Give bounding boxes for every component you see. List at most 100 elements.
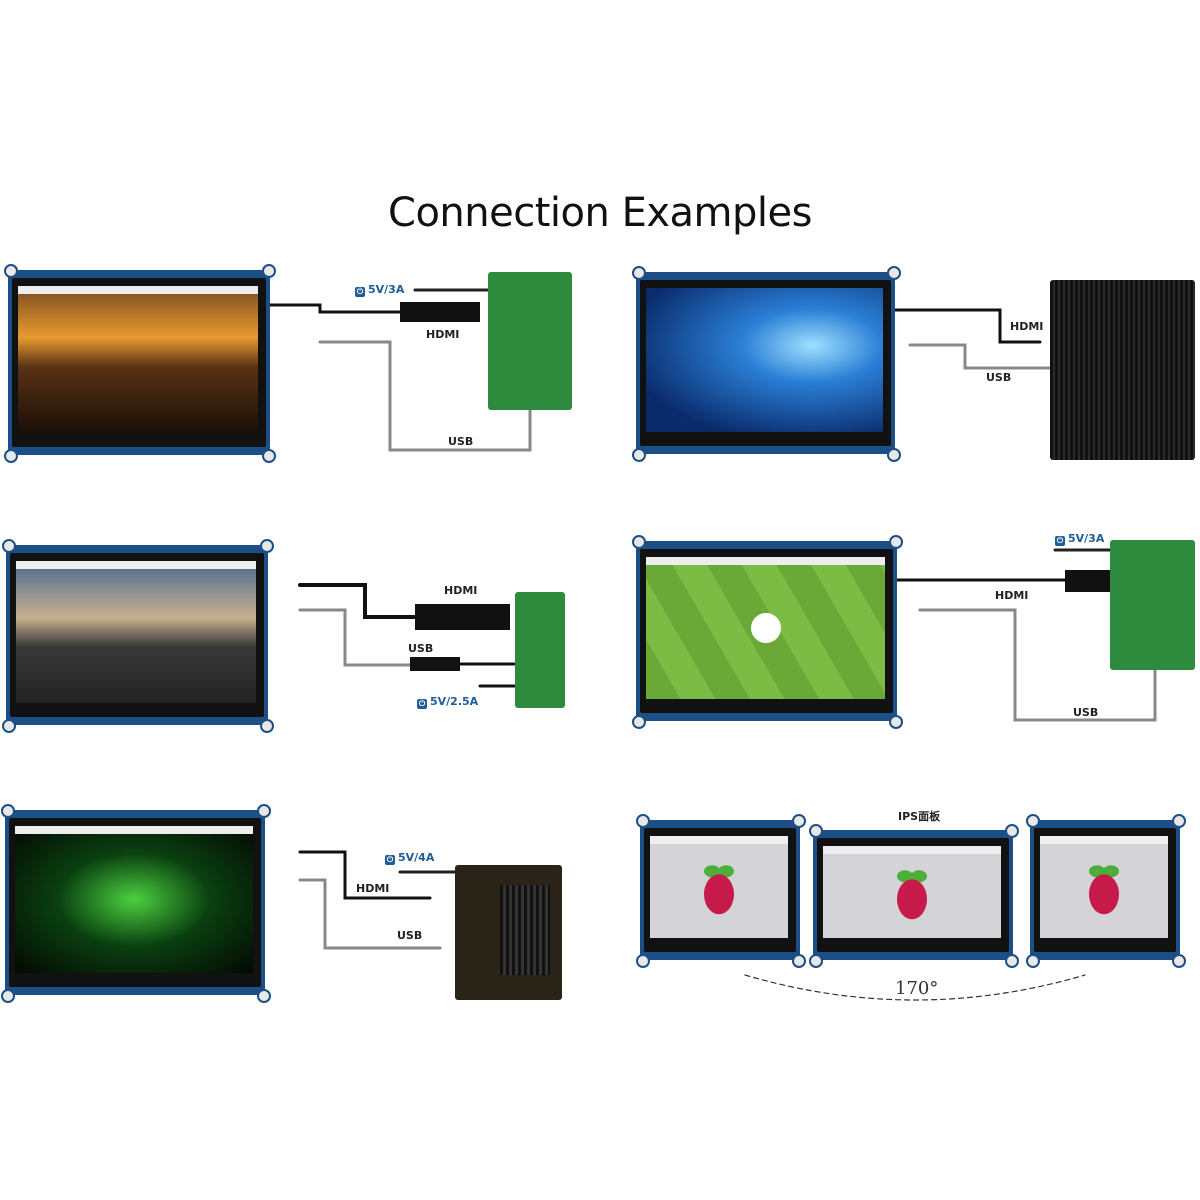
taskbar: [15, 826, 253, 834]
hdmi-label: HDMI: [995, 589, 1029, 602]
lcd-monitor: [632, 535, 903, 729]
power-icon: ⏻: [355, 287, 365, 297]
mounting-hole: [887, 448, 901, 462]
hdmi-cable: [298, 850, 432, 900]
hdmi-adapter: [415, 604, 510, 630]
taskbar: [18, 286, 258, 294]
mounting-hole: [4, 449, 18, 463]
usb-label: USB: [1073, 706, 1099, 719]
hdmi-label: HDMI: [356, 882, 390, 895]
mounting-hole: [1, 804, 15, 818]
monitor-bezel: [817, 838, 1009, 952]
mounting-hole: [262, 264, 276, 278]
hdmi-cable: [893, 308, 1042, 344]
screen-sunset: [18, 286, 258, 433]
mounting-hole: [1172, 814, 1186, 828]
mounting-hole: [260, 539, 274, 553]
hdmi-label: HDMI: [1010, 320, 1044, 333]
screen-raspbian: [1040, 836, 1168, 938]
lcd-monitor: [809, 824, 1019, 968]
mounting-hole: [262, 449, 276, 463]
taskbar: [650, 836, 788, 844]
taskbar: [823, 846, 1001, 854]
mounting-hole: [1026, 814, 1040, 828]
mounting-hole: [1005, 954, 1019, 968]
mounting-hole: [889, 715, 903, 729]
lcd-monitor: [632, 266, 901, 462]
taskbar: [1040, 836, 1168, 844]
mounting-hole: [809, 824, 823, 838]
power-icon: ⏻: [417, 699, 427, 709]
usb-label: USB: [448, 435, 474, 448]
mini-pc-box: [1050, 280, 1195, 460]
monitor-bezel: [640, 280, 891, 446]
screen-road: [16, 561, 256, 703]
mounting-hole: [1005, 824, 1019, 838]
raspberry-logo-icon: [897, 870, 927, 920]
raspberry-pi-zero-board: [515, 592, 565, 708]
mounting-hole: [889, 535, 903, 549]
usb-cable: [908, 343, 1052, 370]
mounting-hole: [632, 448, 646, 462]
mounting-hole: [792, 954, 806, 968]
mounting-hole: [1, 989, 15, 1003]
mounting-hole: [792, 814, 806, 828]
ips-panel-label: IPS面板: [898, 810, 941, 823]
usb-cable: [298, 608, 412, 667]
monitor-bezel: [10, 553, 264, 717]
mounting-hole: [887, 266, 901, 280]
monitor-bezel: [644, 828, 796, 952]
mounting-hole: [632, 266, 646, 280]
hdmi-cable: [268, 303, 412, 314]
lcd-monitor: [1, 804, 271, 1003]
ubuntu-mate-logo-icon: [750, 613, 781, 643]
taskbar: [16, 561, 256, 569]
mounting-hole: [260, 719, 274, 733]
screen-nvidia: [15, 826, 253, 973]
mounting-hole: [809, 954, 823, 968]
mounting-hole: [632, 535, 646, 549]
raspberry-logo-icon: [704, 865, 734, 915]
monitor-bezel: [1034, 828, 1176, 952]
power-label: ⏻5V/3A: [355, 283, 405, 297]
raspberry-pi-3-board: [1110, 540, 1195, 670]
usb-cable: [318, 340, 532, 452]
lcd-monitor: [2, 539, 274, 733]
hdmi-label: HDMI: [426, 328, 460, 341]
screen-raspbian: [823, 846, 1001, 938]
usb-label: USB: [397, 929, 423, 942]
mounting-hole: [2, 719, 16, 733]
screen-raspbian: [650, 836, 788, 938]
monitor-bezel: [9, 818, 261, 987]
mounting-hole: [636, 814, 650, 828]
lcd-monitor: [4, 264, 276, 463]
lcd-monitor: [1026, 814, 1186, 968]
power-icon: ⏻: [1055, 536, 1065, 546]
mounting-hole: [4, 264, 18, 278]
mounting-hole: [257, 804, 271, 818]
monitor-bezel: [640, 549, 893, 713]
lcd-monitor: [636, 814, 806, 968]
power-icon: ⏻: [385, 855, 395, 865]
hdmi-label: HDMI: [444, 584, 478, 597]
mounting-hole: [632, 715, 646, 729]
raspberry-logo-icon: [1089, 865, 1119, 915]
mounting-hole: [2, 539, 16, 553]
monitor-bezel: [12, 278, 266, 447]
screen-windows: [646, 288, 883, 432]
usb-cable: [298, 878, 442, 950]
power-label: ⏻5V/3A: [1055, 532, 1105, 546]
hdmi-adapter: [400, 302, 480, 322]
power-label: ⏻5V/4A: [385, 851, 435, 865]
viewing-angle-label: 170°: [895, 978, 939, 999]
hdmi-cable: [298, 583, 422, 619]
viewing-angle-arc: [744, 974, 1086, 1001]
page-title: Connection Examples: [388, 190, 812, 236]
usb-label: USB: [408, 642, 434, 655]
taskbar: [646, 557, 885, 565]
usb-cable: [918, 608, 1157, 722]
power-label: ⏻5V/2.5A: [417, 695, 479, 709]
mounting-hole: [1026, 954, 1040, 968]
usb-label: USB: [986, 371, 1012, 384]
